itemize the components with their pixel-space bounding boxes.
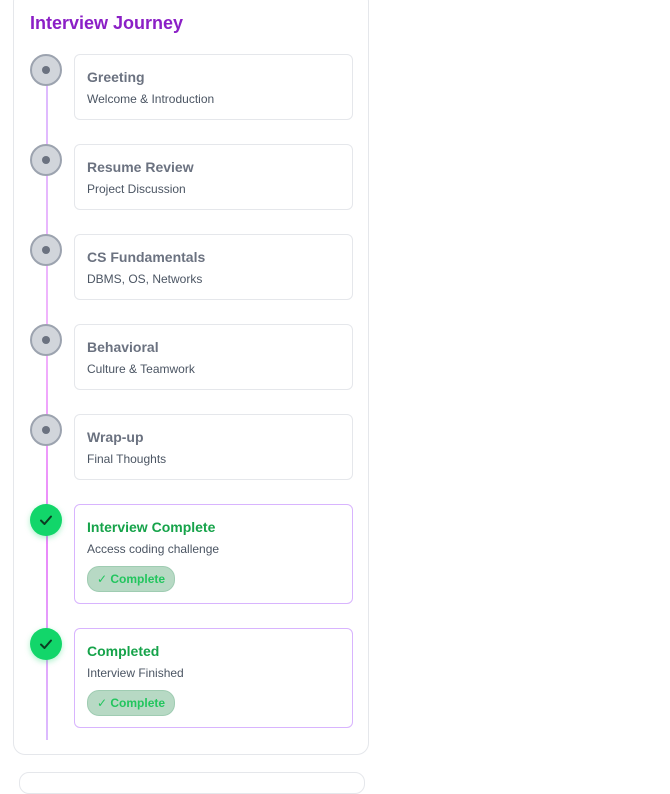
- step-title: Interview Complete: [87, 519, 216, 535]
- pending-step-icon: [30, 414, 62, 446]
- step-subtitle: Interview Finished: [87, 666, 184, 680]
- check-icon: [30, 628, 62, 660]
- step-title: Wrap-up: [87, 429, 144, 445]
- complete-badge: ✓ Complete: [87, 690, 176, 716]
- step-title: CS Fundamentals: [87, 249, 206, 265]
- check-icon: [30, 504, 62, 536]
- step-title: Behavioral: [87, 339, 159, 355]
- timeline-rail: [46, 72, 48, 740]
- pending-step-icon: [30, 324, 62, 356]
- step-card[interactable]: Behavioral Culture & Teamwork: [74, 324, 353, 390]
- pending-step-icon: [30, 234, 62, 266]
- step-card[interactable]: Resume Review Project Discussion: [74, 144, 353, 210]
- step-title: Resume Review: [87, 159, 194, 175]
- next-panel: [19, 772, 365, 794]
- step-card[interactable]: CS Fundamentals DBMS, OS, Networks: [74, 234, 353, 300]
- step-title: Completed: [87, 643, 160, 659]
- step-subtitle: Project Discussion: [87, 182, 186, 196]
- pending-step-icon: [30, 54, 62, 86]
- page-title: Interview Journey: [30, 13, 184, 33]
- step-card[interactable]: Wrap-up Final Thoughts: [74, 414, 353, 480]
- step-card[interactable]: Greeting Welcome & Introduction: [74, 54, 353, 120]
- step-card[interactable]: Completed Interview Finished ✓ Complete: [74, 628, 353, 728]
- complete-badge: ✓ Complete: [87, 566, 176, 592]
- step-subtitle: Final Thoughts: [87, 452, 167, 466]
- step-card[interactable]: Interview Complete Access coding challen…: [74, 504, 353, 604]
- pending-step-icon: [30, 144, 62, 176]
- step-subtitle: Welcome & Introduction: [87, 92, 215, 106]
- step-title: Greeting: [87, 69, 145, 85]
- step-subtitle: Culture & Teamwork: [87, 362, 195, 376]
- step-subtitle: Access coding challenge: [87, 542, 220, 556]
- step-subtitle: DBMS, OS, Networks: [87, 272, 203, 286]
